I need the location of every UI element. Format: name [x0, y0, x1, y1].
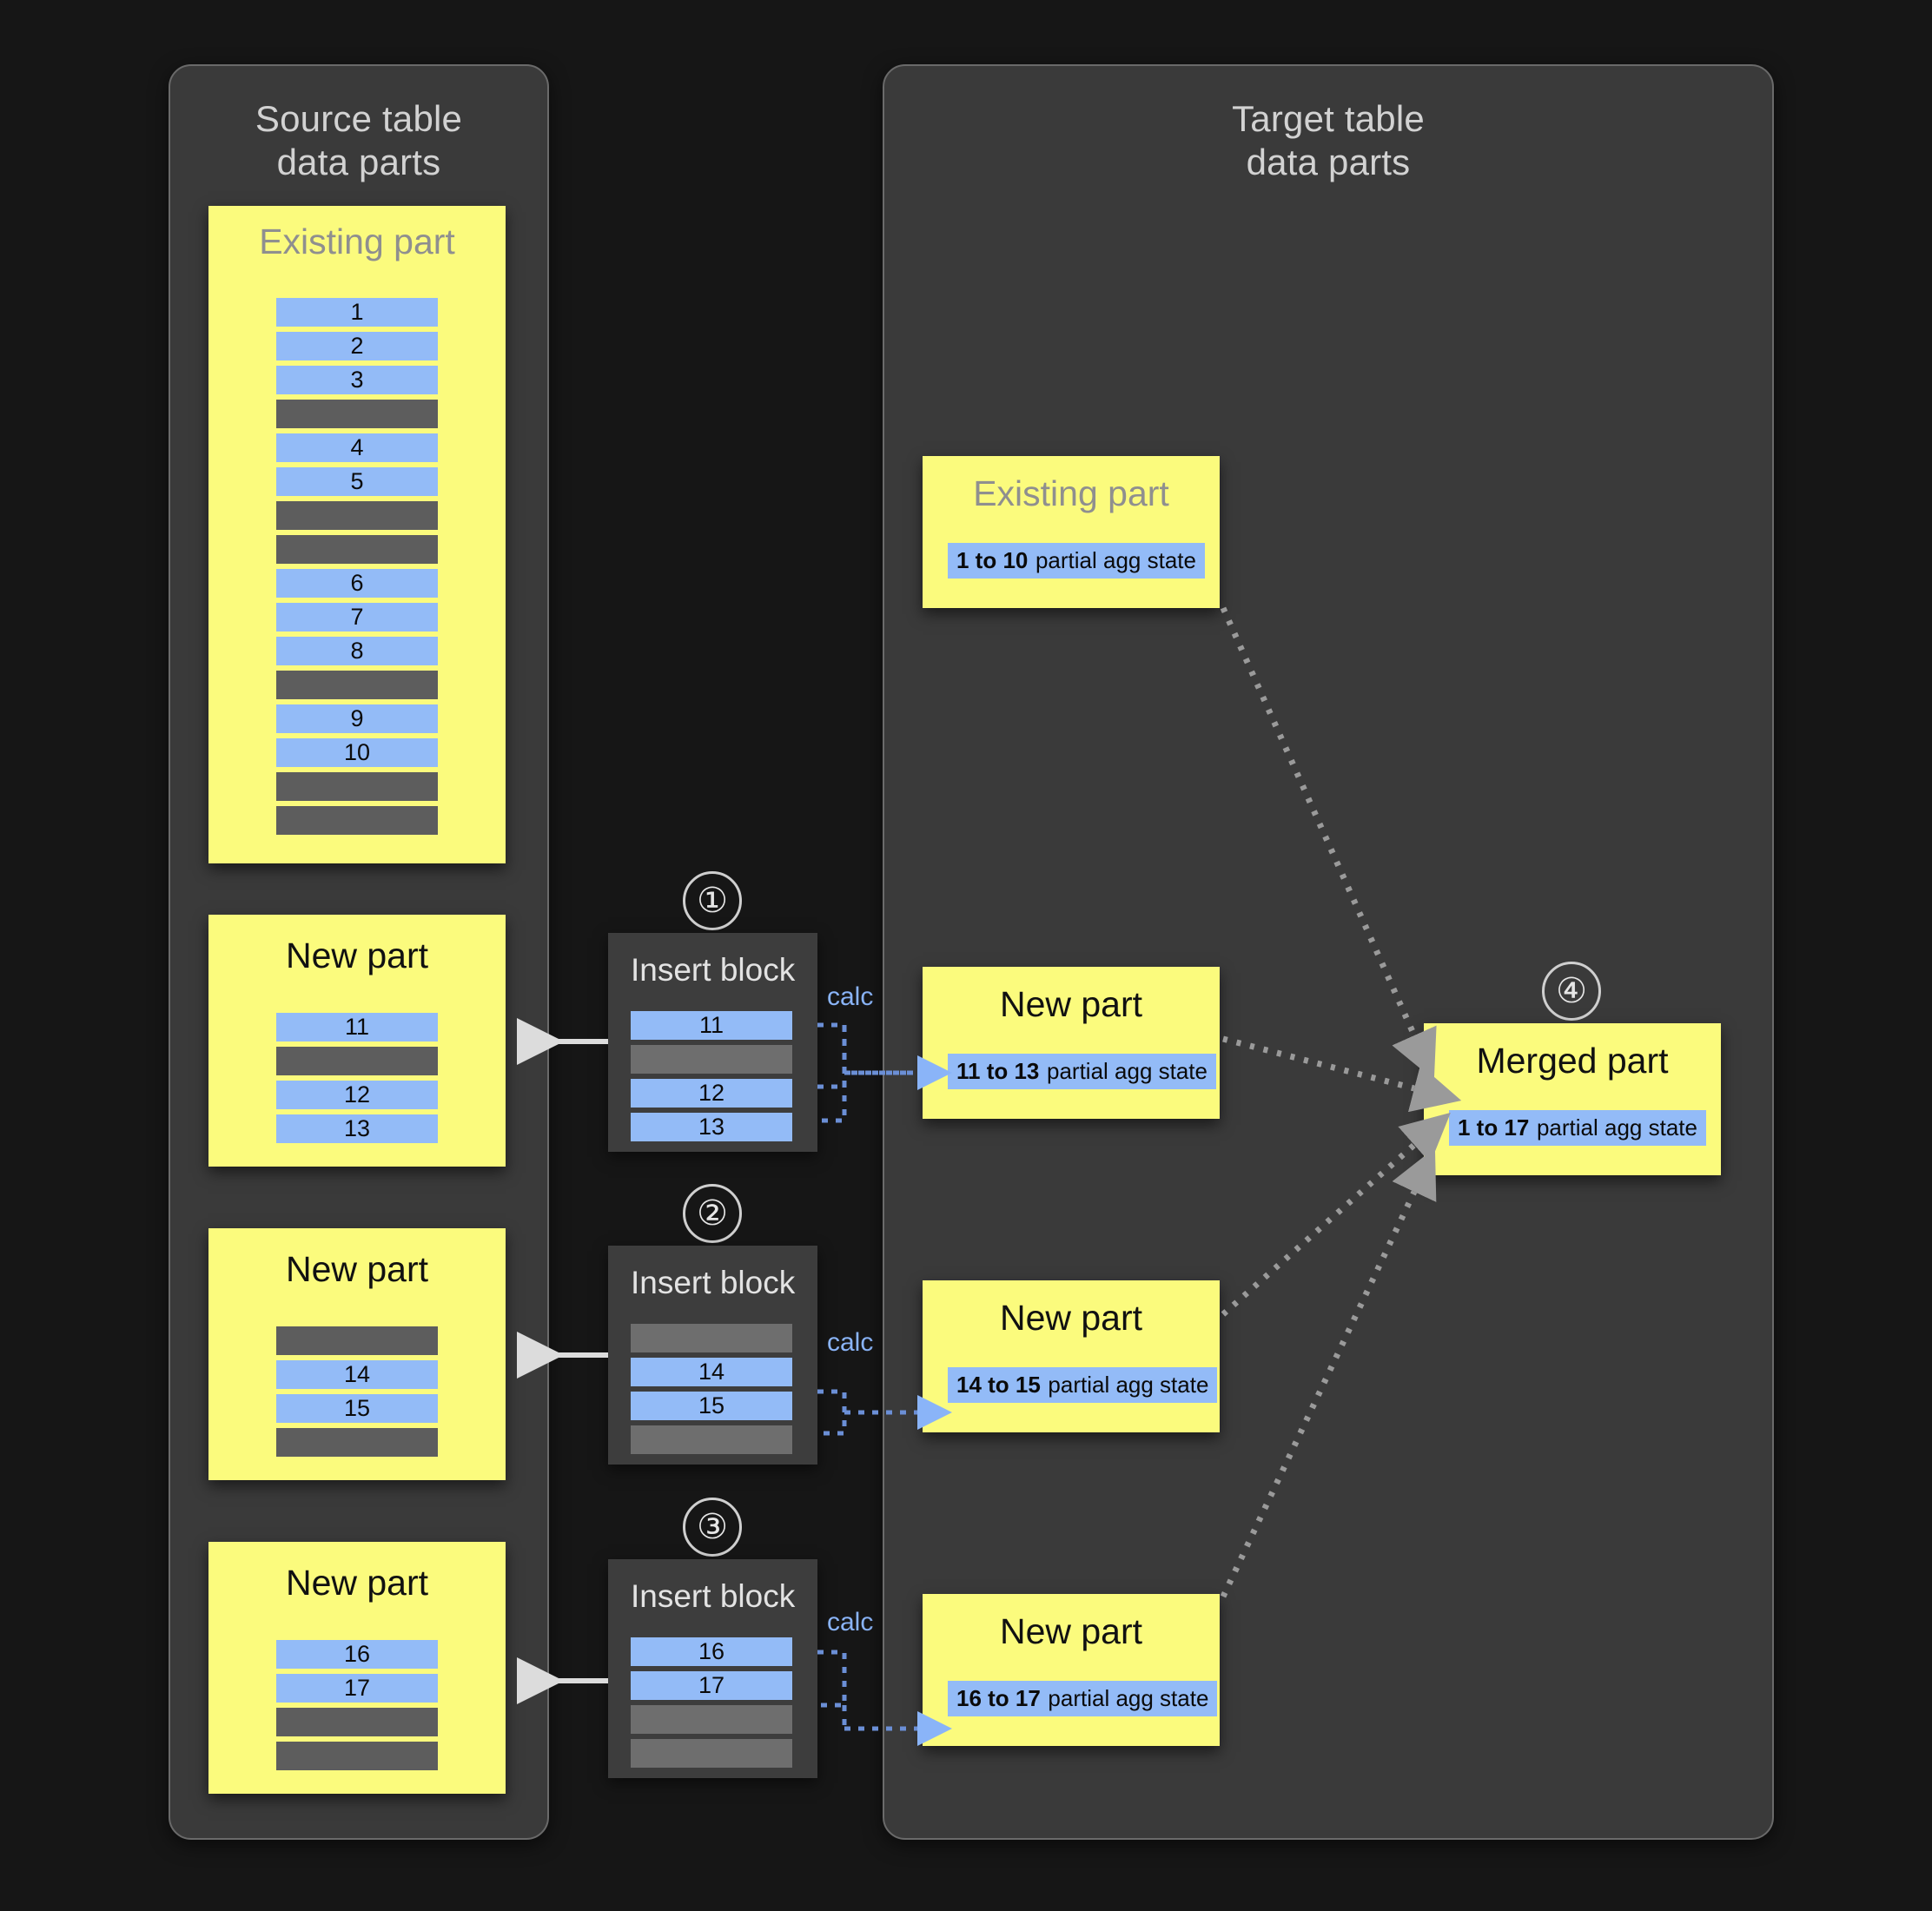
agg-state-badge: 1 to 17 partial agg state: [1449, 1110, 1706, 1146]
target-merged-part-title: Merged part: [1476, 1041, 1669, 1081]
target-new-part-1-title: New part: [999, 984, 1143, 1024]
table-row: [276, 772, 438, 801]
table-row: [276, 806, 438, 835]
step-number-3: ③: [683, 1498, 742, 1557]
target-new-part-2-title: New part: [999, 1298, 1143, 1338]
agg-text: partial agg state: [1046, 1058, 1208, 1084]
agg-text: partial agg state: [1035, 547, 1196, 573]
table-row: 13: [276, 1114, 438, 1143]
table-row: [276, 1708, 438, 1736]
table-row: 12: [631, 1079, 792, 1108]
agg-text: partial agg state: [1048, 1372, 1209, 1398]
agg-state-badge: 16 to 17 partial agg state: [948, 1681, 1218, 1716]
table-row: [276, 1326, 438, 1355]
source-new-part-1: New part 11 12 13: [208, 915, 506, 1167]
source-existing-part-title: Existing part: [259, 222, 455, 261]
table-row: 2: [276, 332, 438, 360]
agg-text: partial agg state: [1536, 1114, 1697, 1141]
source-new-part-1-title: New part: [285, 936, 429, 975]
target-merged-part: Merged part 1 to 17 partial agg state: [1424, 1023, 1721, 1175]
table-row: 17: [631, 1671, 792, 1700]
source-new-part-2-title: New part: [285, 1249, 429, 1289]
table-row: 1: [276, 298, 438, 327]
table-row: 8: [276, 637, 438, 665]
table-row: 14: [631, 1358, 792, 1386]
table-row: 10: [276, 738, 438, 767]
agg-state-badge: 11 to 13 partial agg state: [948, 1054, 1216, 1089]
target-new-part-3-title: New part: [999, 1611, 1143, 1651]
table-row: [276, 400, 438, 428]
table-row: 17: [276, 1674, 438, 1703]
table-row: [276, 1047, 438, 1075]
source-table-title: Source table data parts: [255, 98, 463, 182]
step-number-4: ④: [1542, 962, 1601, 1021]
table-row: [631, 1324, 792, 1352]
target-table-title: Target table data parts: [1232, 98, 1425, 182]
calc-label-2: calc: [827, 1328, 874, 1357]
insert-block-2-title: Insert block: [631, 1265, 796, 1300]
table-row: [631, 1705, 792, 1734]
target-existing-part-title: Existing part: [973, 473, 1169, 513]
table-row: [276, 1428, 438, 1457]
table-row: 12: [276, 1081, 438, 1109]
insert-block-2: Insert block 14 15: [608, 1246, 817, 1465]
table-row: [631, 1425, 792, 1454]
insert-block-1: Insert block 11 12 13: [608, 933, 817, 1152]
source-existing-part: Existing part 1 2 3 4 5 6 7 8 9 10: [208, 206, 506, 863]
table-row: 16: [276, 1640, 438, 1669]
agg-range: 16 to 17: [956, 1685, 1041, 1711]
table-row: 16: [631, 1637, 792, 1666]
table-row: [276, 535, 438, 564]
target-new-part-2: New part 14 to 15 partial agg state: [923, 1280, 1220, 1432]
insert-block-3-title: Insert block: [631, 1578, 796, 1614]
agg-state-badge: 1 to 10 partial agg state: [948, 543, 1205, 579]
insert-block-1-title: Insert block: [631, 952, 796, 988]
table-row: [631, 1739, 792, 1768]
table-row: [631, 1045, 792, 1074]
source-new-part-3: New part 16 17: [208, 1542, 506, 1794]
table-row: 6: [276, 569, 438, 598]
table-row: 5: [276, 467, 438, 496]
table-row: 7: [276, 603, 438, 631]
agg-state-badge: 14 to 15 partial agg state: [948, 1367, 1218, 1403]
table-row: 15: [276, 1394, 438, 1423]
target-table-panel: Target table data parts: [883, 64, 1774, 1840]
table-row: 11: [631, 1011, 792, 1040]
agg-range: 1 to 10: [956, 547, 1029, 573]
calc-connector-3: [817, 1650, 847, 1729]
table-row: [276, 501, 438, 530]
table-row: 14: [276, 1360, 438, 1389]
table-row: 9: [276, 704, 438, 733]
table-row: 15: [631, 1392, 792, 1420]
source-new-part-3-title: New part: [285, 1563, 429, 1603]
table-row: 3: [276, 366, 438, 394]
target-existing-part: Existing part 1 to 10 partial agg state: [923, 456, 1220, 608]
agg-range: 1 to 17: [1458, 1114, 1530, 1141]
table-row: 11: [276, 1013, 438, 1041]
table-row: 13: [631, 1113, 792, 1141]
table-row: 4: [276, 433, 438, 462]
agg-text: partial agg state: [1048, 1685, 1209, 1711]
step-number-2: ②: [683, 1184, 742, 1243]
target-new-part-1: New part 11 to 13 partial agg state: [923, 967, 1220, 1119]
target-new-part-3: New part 16 to 17 partial agg state: [923, 1594, 1220, 1746]
agg-range: 14 to 15: [956, 1372, 1041, 1398]
table-row: [276, 671, 438, 699]
calc-label-1: calc: [827, 982, 874, 1011]
step-number-1: ①: [683, 871, 742, 930]
agg-range: 11 to 13: [956, 1058, 1040, 1084]
table-row: [276, 1742, 438, 1770]
source-new-part-2: New part 14 15: [208, 1228, 506, 1480]
calc-label-3: calc: [827, 1608, 874, 1637]
insert-block-3: Insert block 16 17: [608, 1559, 817, 1778]
calc-connector-2: [817, 1389, 847, 1436]
